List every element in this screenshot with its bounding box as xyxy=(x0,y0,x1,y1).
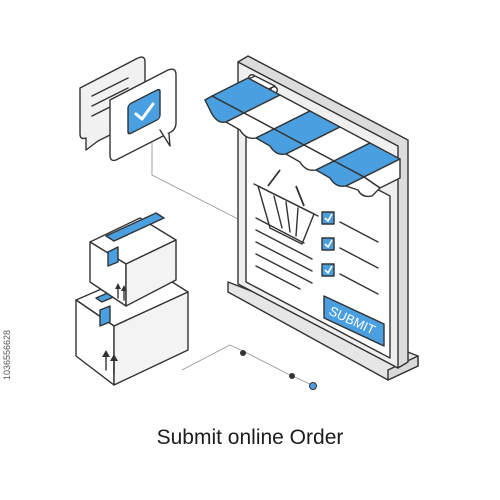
stock-id: 1036556628 xyxy=(2,329,12,380)
shopping-basket-icon xyxy=(253,169,319,245)
awning-icon xyxy=(204,75,401,198)
check-icon xyxy=(134,102,155,121)
parcel-boxes xyxy=(75,212,189,386)
order-text-lines xyxy=(255,217,313,290)
chat-bubbles xyxy=(79,56,177,162)
connector-dot xyxy=(289,373,295,379)
check-icon xyxy=(324,239,333,249)
caption: Submit online Order xyxy=(156,426,344,449)
connector-dot xyxy=(240,350,246,356)
arrow-up-icon xyxy=(102,350,118,375)
checklist xyxy=(321,211,379,295)
arrow-up-icon xyxy=(115,283,127,301)
check-icon xyxy=(324,265,333,275)
shop-window: SUBMIT xyxy=(204,55,419,381)
check-icon xyxy=(324,213,333,223)
connector-dot-accent xyxy=(309,382,317,390)
